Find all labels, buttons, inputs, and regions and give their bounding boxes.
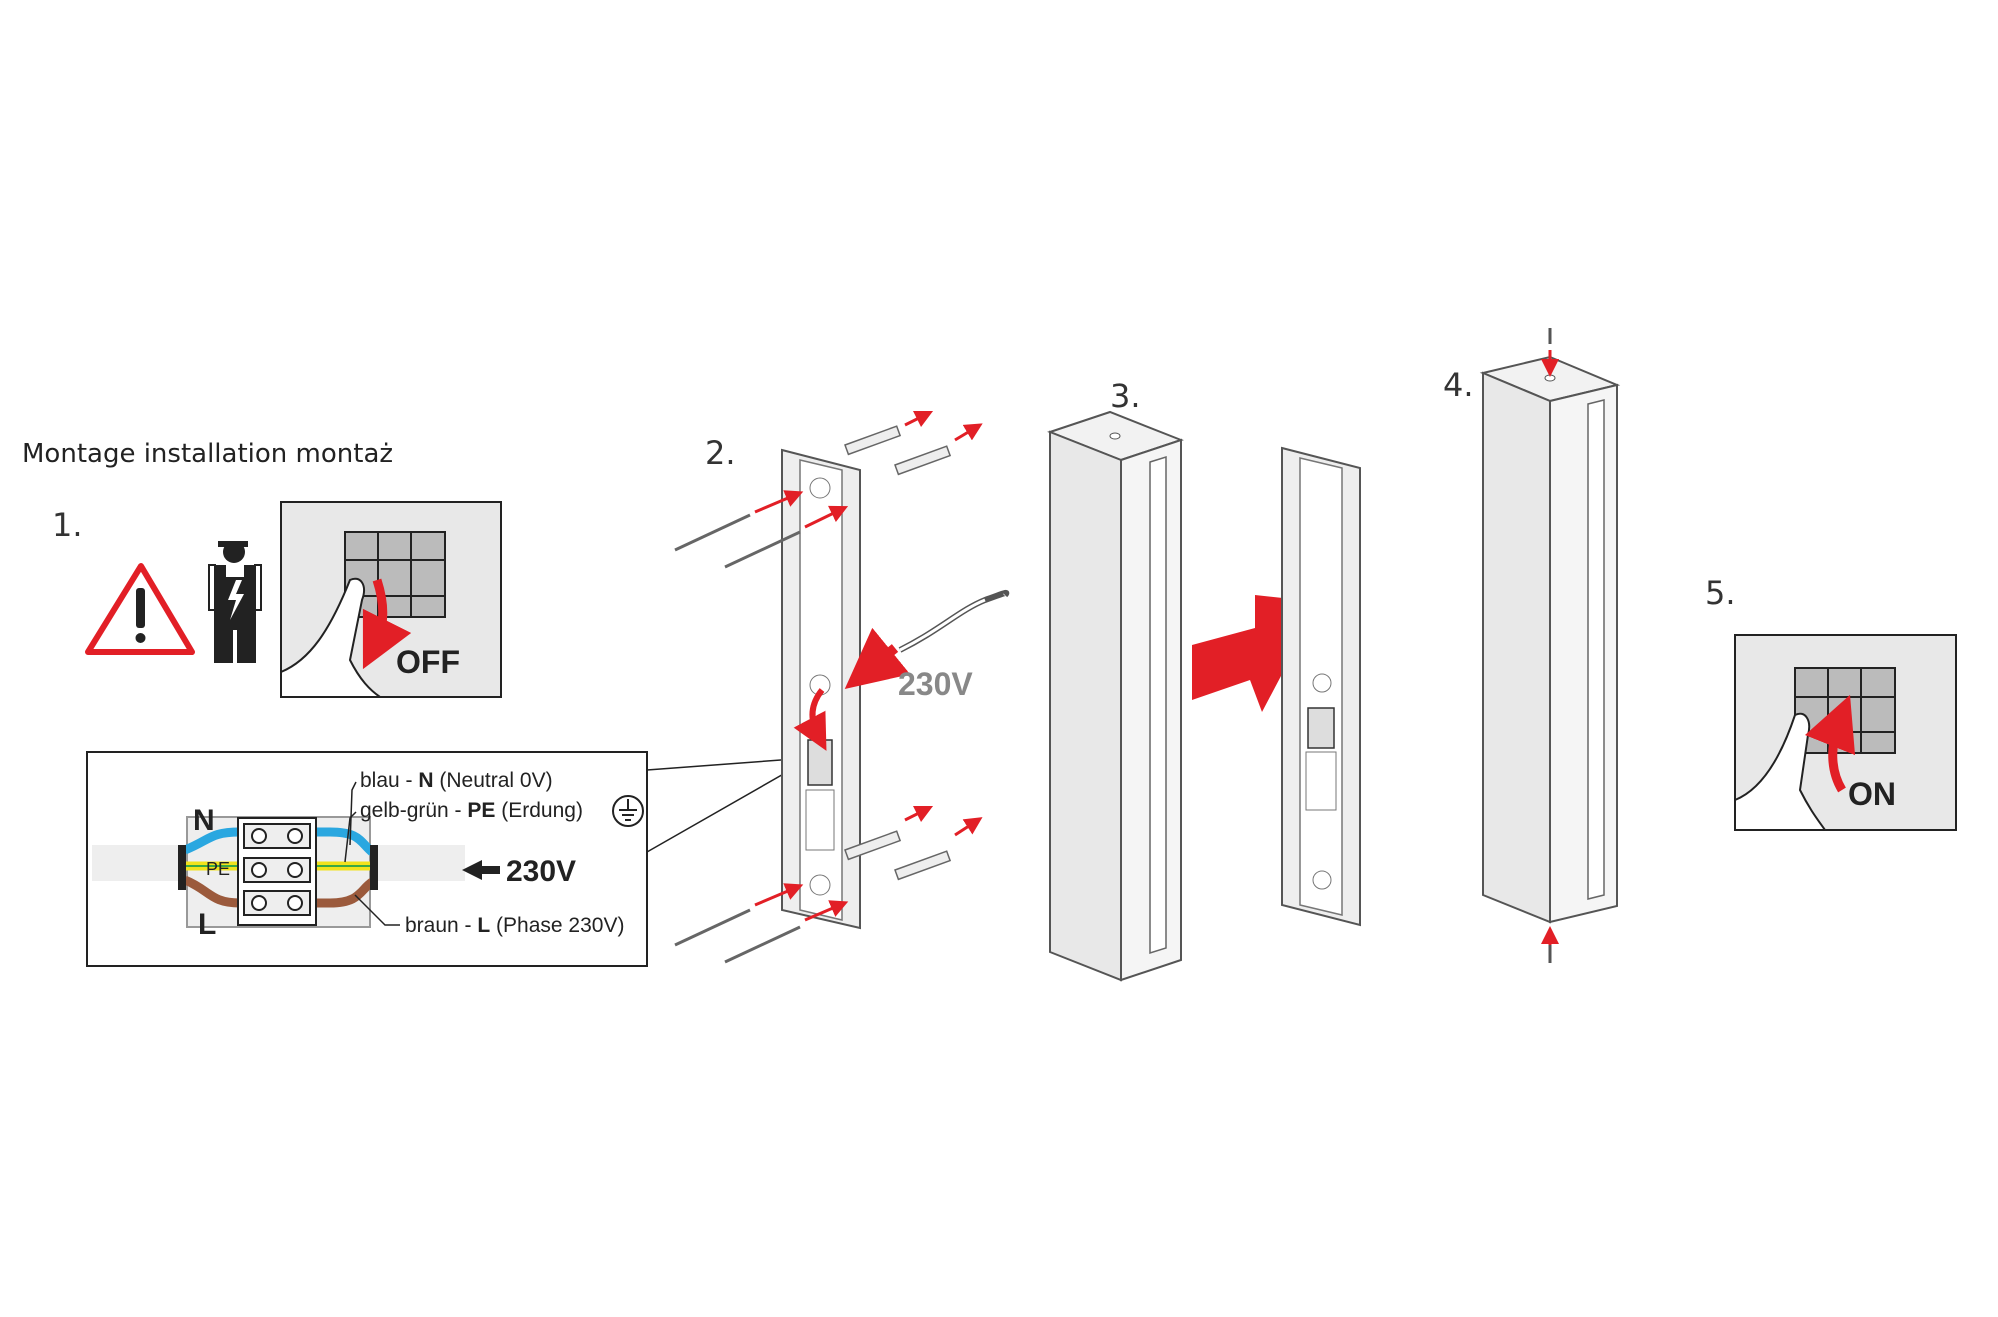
ground-icon <box>612 795 644 827</box>
step-5-number: 5. <box>1705 574 1736 612</box>
off-label: OFF <box>396 644 460 680</box>
pe-label: PE <box>206 859 230 879</box>
pe-wire-description: gelb-grün - PE (Erdung) <box>360 799 583 822</box>
step-2-number: 2. <box>705 434 736 472</box>
step-4-number: 4. <box>1443 366 1474 404</box>
electrician-icon <box>208 541 262 663</box>
live-label: L <box>198 908 216 941</box>
neutral-label: N <box>193 804 215 837</box>
on-label: ON <box>1848 776 1896 812</box>
step-1-number: 1. <box>52 506 83 544</box>
mounting-bracket <box>781 448 861 930</box>
title: Montage installation montaż <box>22 439 393 469</box>
wiring-detail: N PE L 230V blau - N (Neutral 0V) gelb-g… <box>86 751 809 967</box>
power-cable: 230V <box>844 589 1010 702</box>
cable-voltage-label: 230V <box>898 666 973 702</box>
step-3-number: 3. <box>1110 377 1141 415</box>
blue-wire-description: blau - N (Neutral 0V) <box>360 769 553 792</box>
brown-wire-description: braun - L (Phase 230V) <box>405 914 624 937</box>
mounted-bracket <box>1281 446 1361 927</box>
lamp-housing <box>1047 410 1184 982</box>
input-voltage-label: 230V <box>506 855 576 888</box>
screws-and-dowels <box>674 410 983 964</box>
breaker-on-panel: ON <box>1734 634 1957 831</box>
breaker-off-panel: OFF <box>280 501 502 698</box>
assembled-lamp <box>1479 328 1621 963</box>
arrow-left-icon <box>462 860 500 880</box>
warning-icon <box>85 563 195 655</box>
